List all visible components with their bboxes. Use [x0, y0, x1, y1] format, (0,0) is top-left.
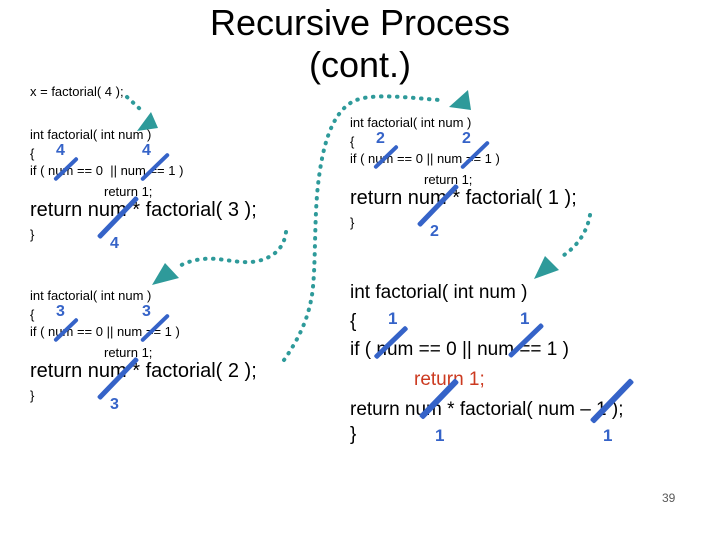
code-line-open-brace: { [350, 134, 355, 149]
code-line-open-brace: { [30, 307, 35, 322]
code-line-recursive-return: return num * factorial( 1 ); [350, 187, 577, 209]
code-line-close-brace: } [350, 215, 355, 230]
substituted-value: 2 [430, 223, 439, 240]
code-line-base-return: return 1; [104, 184, 153, 199]
code-line-close-brace: } [350, 424, 357, 445]
code-line-if: if ( num == 0 || num == 1 ) [30, 163, 184, 178]
code-line-open-brace: { [350, 311, 357, 332]
substituted-value: 4 [110, 235, 119, 252]
code-line-signature: int factorial( int num ) [350, 115, 472, 130]
substituted-value: 2 [376, 130, 385, 147]
code-line-recursive-return: return num * factorial( num – 1 ); [350, 399, 624, 420]
substituted-value: 4 [56, 142, 65, 159]
substituted-value: 1 [603, 426, 613, 445]
code-line-base-return: return 1; [424, 172, 473, 187]
title-line-1: Recursive Process [209, 2, 511, 43]
substituted-value: 3 [56, 303, 65, 320]
code-line-recursive-return: return num * factorial( 3 ); [30, 199, 257, 221]
page-number: 39 [662, 491, 676, 505]
substituted-value: 3 [110, 396, 119, 413]
code-line-base-return: return 1; [104, 345, 153, 360]
substituted-value: 1 [435, 426, 445, 445]
code-line-close-brace: } [30, 388, 35, 403]
stack-frame-factorial-2: int factorial( int num ) { 2 2 if ( num … [350, 115, 660, 260]
arrow-trail [125, 95, 142, 111]
code-line-signature: int factorial( int num ) [30, 288, 152, 303]
code-line-close-brace: } [30, 227, 35, 242]
code-line-recursive-return: return num * factorial( 2 ); [30, 360, 257, 382]
substituted-value: 2 [462, 130, 471, 147]
slide-title: Recursive Process (cont.) [0, 2, 720, 86]
stack-frame-factorial-4: int factorial( int num ) { 4 4 if ( num … [30, 127, 340, 272]
stack-frame-factorial-1: int factorial( int num ) { 1 1 if ( num … [350, 282, 720, 457]
code-line-signature: int factorial( int num ) [30, 127, 152, 142]
initial-call-code: x = factorial( 4 ); [30, 84, 124, 99]
stack-frame-factorial-3: int factorial( int num ) { 3 3 if ( num … [30, 288, 340, 433]
substituted-value: 3 [142, 303, 151, 320]
arrow-call-with-4 [125, 95, 158, 131]
code-line-open-brace: { [30, 146, 35, 161]
substituted-value: 1 [388, 309, 398, 328]
title-line-2: (cont.) [308, 44, 412, 85]
substituted-value: 1 [520, 309, 530, 328]
code-line-if: if ( num == 0 || num == 1 ) [350, 339, 569, 360]
code-line-signature: int factorial( int num ) [350, 282, 528, 303]
arrowhead-icon [449, 90, 471, 110]
substituted-value: 4 [142, 142, 151, 159]
